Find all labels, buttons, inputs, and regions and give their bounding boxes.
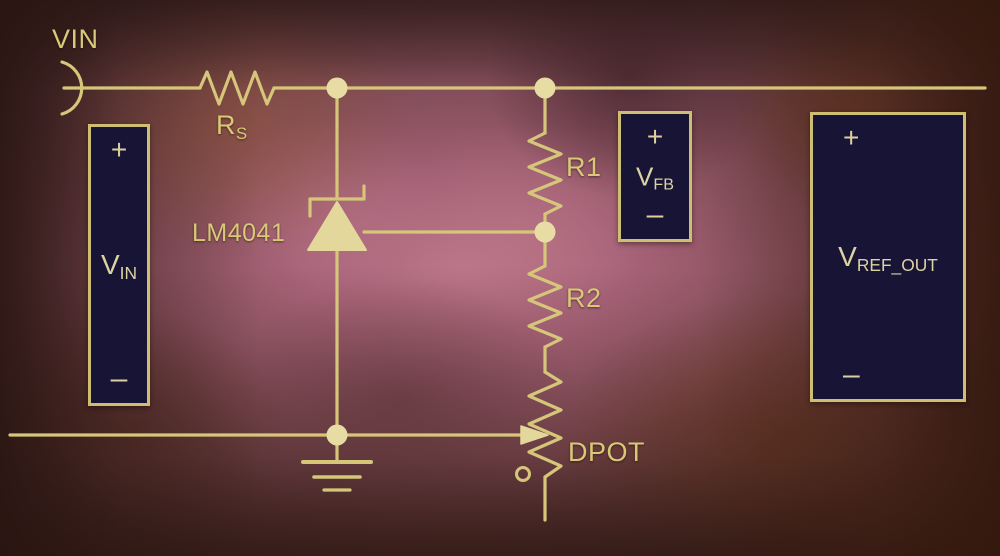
vfb-box-label-sub: FB: [653, 175, 674, 194]
r1-label: R1: [566, 152, 602, 182]
lm4041-label: LM4041: [192, 219, 286, 247]
vrefout-box-label-sub: REF_OUT: [856, 255, 938, 276]
vrefout-minus-sign: –: [843, 358, 860, 391]
vrefout-source-box: + VREF_OUT –: [810, 112, 966, 402]
rs-label-base: R: [216, 110, 236, 140]
r2-label: R2: [566, 283, 602, 313]
dpot-pin-circle: [515, 466, 531, 482]
node-ground: [326, 424, 348, 446]
vfb-minus-sign: –: [646, 198, 664, 231]
vin-plus-sign: +: [110, 134, 128, 165]
vrefout-box-label: VREF_OUT: [838, 241, 938, 276]
rs-resistor-body: [198, 70, 276, 106]
dpot-resistor-body: [527, 370, 563, 479]
vfb-source-box: + VFB –: [618, 111, 692, 242]
dpot-wiper-arrow: [520, 425, 549, 445]
r2-resistor-body: [527, 264, 563, 349]
node-feedback-tap: [534, 221, 556, 243]
lm4041-triangle: [307, 201, 367, 251]
vfb-plus-sign: +: [646, 121, 664, 152]
dpot-label: DPOT: [568, 437, 646, 467]
rs-label: RS: [216, 110, 248, 144]
vin-minus-sign: –: [110, 362, 128, 395]
r1-resistor-body: [527, 131, 563, 216]
node-top-regulator: [326, 77, 348, 99]
vin-box-label-base: V: [100, 249, 120, 280]
vfb-box-label: VFB: [636, 161, 674, 194]
vrefout-box-label-base: V: [838, 241, 857, 272]
rs-label-sub: S: [236, 124, 248, 144]
vin-source-box: + VIN –: [88, 124, 150, 406]
vin-source-label: VIN: [52, 24, 99, 54]
vin-box-label: VIN: [100, 249, 138, 284]
node-top-divider: [534, 77, 556, 99]
vfb-box-label-base: V: [636, 161, 654, 191]
vin-box-label-sub: IN: [119, 263, 138, 284]
vrefout-plus-sign: +: [843, 122, 860, 153]
lm4041-cathode-bar: [308, 184, 366, 218]
